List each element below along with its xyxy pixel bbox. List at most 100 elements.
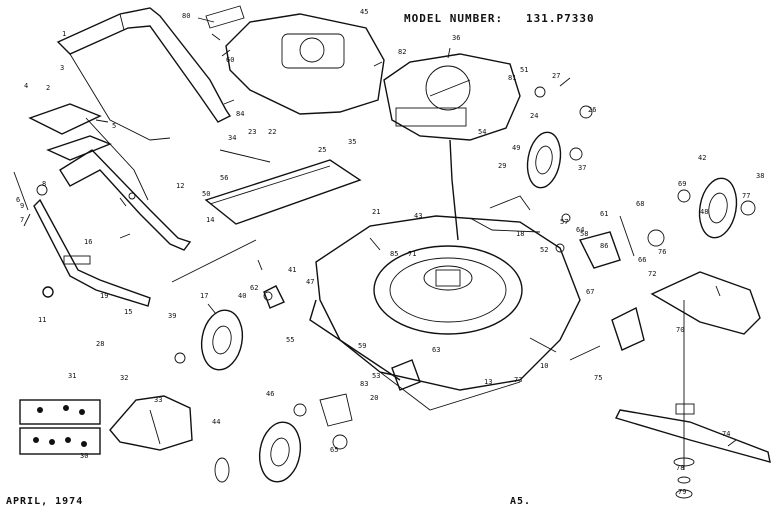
callout-29: 29 — [498, 162, 506, 170]
callout-65: 65 — [330, 446, 338, 454]
callout-68: 68 — [636, 200, 644, 208]
callout-1: 1 — [62, 30, 66, 38]
callout-14: 14 — [206, 216, 214, 224]
callout-4: 4 — [24, 82, 28, 90]
upper-handle — [56, 7, 232, 141]
callout-15: 15 — [124, 308, 132, 316]
callout-76: 76 — [658, 248, 666, 256]
rear-deflector — [109, 395, 193, 451]
callout-57: 57 — [560, 218, 568, 226]
callout-73: 73 — [514, 376, 522, 384]
callout-44: 44 — [212, 418, 220, 426]
callout-54: 54 — [478, 128, 486, 136]
leader-lines — [23, 17, 737, 447]
callout-46: 46 — [266, 390, 274, 398]
callout-22: 22 — [268, 128, 276, 136]
callout-51: 51 — [520, 66, 528, 74]
callout-62: 62 — [250, 284, 258, 292]
callout-75: 75 — [594, 374, 602, 382]
hardware-box-lower — [19, 427, 101, 455]
callout-16: 16 — [84, 238, 92, 246]
callout-41: 41 — [288, 266, 296, 274]
callout-6: 6 — [16, 196, 20, 204]
callout-9: 9 — [20, 202, 24, 210]
callout-69: 69 — [678, 180, 686, 188]
callout-59: 59 — [358, 342, 366, 350]
lower-handle — [33, 117, 192, 307]
callout-83: 83 — [360, 380, 368, 388]
callout-38: 38 — [756, 172, 764, 180]
callout-23: 23 — [248, 128, 256, 136]
callout-72: 72 — [648, 270, 656, 278]
callout-77: 77 — [742, 192, 750, 200]
callout-84: 84 — [236, 110, 244, 118]
discharge-chute — [650, 271, 761, 335]
callout-27: 27 — [552, 72, 560, 80]
callout-12: 12 — [176, 182, 184, 190]
callout-13: 13 — [484, 378, 492, 386]
callout-2: 2 — [46, 84, 50, 92]
callout-74: 74 — [722, 430, 730, 438]
callout-10: 10 — [540, 362, 548, 370]
callout-21: 21 — [372, 208, 380, 216]
callout-34: 34 — [228, 134, 236, 142]
callout-3: 3 — [60, 64, 64, 72]
bag-frame — [171, 149, 362, 283]
misc-small-parts — [263, 195, 571, 450]
callout-47: 47 — [306, 278, 314, 286]
callout-17: 17 — [200, 292, 208, 300]
callout-60: 60 — [226, 56, 234, 64]
callout-43: 43 — [414, 212, 422, 220]
callout-56: 56 — [220, 174, 228, 182]
callout-49: 49 — [512, 144, 520, 152]
callout-18: 18 — [516, 230, 524, 238]
callout-25: 25 — [318, 146, 326, 154]
callout-20: 20 — [370, 394, 378, 402]
engine — [383, 53, 546, 241]
footer-date: APRIL, 1974 — [6, 496, 84, 507]
footer-page-number: A5. — [510, 496, 532, 507]
callout-85: 85 — [390, 250, 398, 258]
callout-35: 35 — [348, 138, 356, 146]
callout-40: 40 — [238, 292, 246, 300]
callout-64: 64 — [576, 226, 584, 234]
callout-82: 82 — [398, 48, 406, 56]
callout-36: 36 — [452, 34, 460, 42]
callout-55: 55 — [286, 336, 294, 344]
callout-24: 24 — [530, 112, 538, 120]
callout-30: 30 — [80, 452, 88, 460]
callout-80: 80 — [182, 12, 190, 20]
callout-42: 42 — [698, 154, 706, 162]
callout-37: 37 — [578, 164, 586, 172]
callout-70: 70 — [676, 326, 684, 334]
hardware-box-upper — [19, 399, 101, 425]
callout-32: 32 — [120, 374, 128, 382]
wheel-front-bottom — [214, 403, 307, 483]
callout-45: 45 — [360, 8, 368, 16]
callout-53: 53 — [372, 372, 380, 380]
callout-50: 50 — [202, 190, 210, 198]
callout-48: 48 — [700, 208, 708, 216]
callout-33: 33 — [154, 396, 162, 404]
callout-26: 26 — [588, 106, 596, 114]
wheel-front-left — [174, 309, 244, 371]
model-number: 131.P7330 — [525, 12, 595, 25]
wheel-rear-right — [526, 105, 593, 189]
blade-assembly — [615, 300, 771, 499]
wheel-rear-far-right — [677, 177, 756, 239]
callout-78: 78 — [676, 464, 684, 472]
callout-81: 81 — [508, 74, 516, 82]
callout-28: 28 — [96, 340, 104, 348]
model-number-header: MODEL NUMBER: 131.P7330 — [404, 12, 595, 25]
callout-66: 66 — [638, 256, 646, 264]
callout-63: 63 — [432, 346, 440, 354]
callout-11: 11 — [38, 316, 46, 324]
callout-31: 31 — [68, 372, 76, 380]
part-number-callouts: 1234567891011121314151617181920212223242… — [16, 8, 764, 496]
mower-deck — [309, 215, 581, 411]
handle-bracket-parts — [13, 103, 136, 298]
callout-86: 86 — [600, 242, 608, 250]
callout-58: 58 — [580, 230, 588, 238]
